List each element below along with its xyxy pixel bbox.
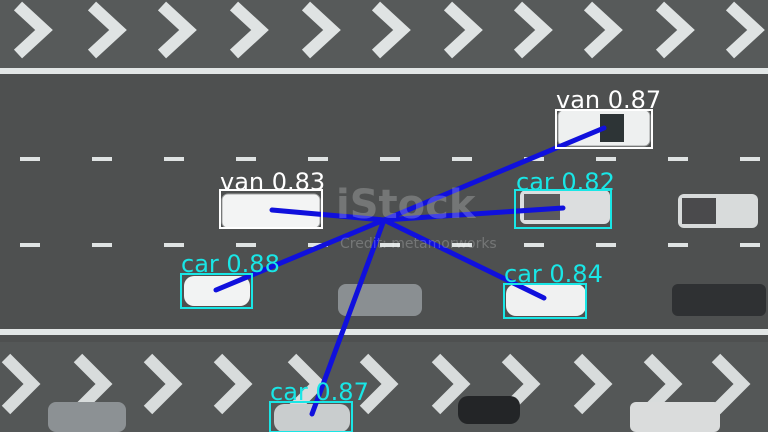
lane-dash [668, 243, 688, 247]
detection-label: car 0.82 [516, 168, 615, 196]
detection-label: car 0.84 [504, 260, 603, 288]
lane-dash [740, 243, 760, 247]
vehicle-car-bottom [274, 404, 350, 432]
chevron-marking [213, 353, 253, 415]
chevron-marking [725, 1, 765, 59]
lane-dash [740, 157, 760, 161]
chevron-marking [443, 1, 483, 59]
lane-dash [164, 243, 184, 247]
lane-dash [380, 243, 400, 247]
watermark-credit: Credit: metamorworks [340, 236, 497, 252]
detection-labels: van 0.87 van 0.83 car 0.82 car 0.88 car … [181, 86, 661, 406]
chevron-marking [87, 1, 127, 59]
chevron-marking [73, 353, 113, 415]
chevron-marking [573, 353, 613, 415]
lane-dash [20, 243, 40, 247]
detection-boxes [180, 109, 653, 432]
chevron-marking [711, 353, 751, 415]
detection-label: car 0.88 [181, 250, 280, 278]
watermark: iStock [336, 182, 477, 228]
detection-label: van 0.83 [220, 168, 325, 196]
chevron-marking [157, 1, 197, 59]
chevron-marking [655, 1, 695, 59]
detection-box [180, 273, 253, 309]
detection-label: car 0.87 [270, 378, 369, 406]
lane-dash [596, 243, 616, 247]
chevron-marking [431, 353, 471, 415]
link-line [309, 217, 387, 417]
lane-dash [236, 243, 256, 247]
lane-dash [308, 157, 328, 161]
chevron-marking [143, 353, 183, 415]
chevron-marking [301, 1, 341, 59]
chevron-marking [13, 1, 53, 59]
vehicle-cargo-right [682, 198, 716, 224]
detection-box [219, 189, 323, 229]
detection-box [269, 401, 353, 432]
vehicle-truck-bottom [630, 402, 720, 432]
vehicle-car-dark [458, 396, 520, 424]
link-lines [213, 125, 607, 417]
detection-box [514, 189, 612, 229]
lane-dash [380, 157, 400, 161]
lane-dash [164, 157, 184, 161]
lane-dash [596, 157, 616, 161]
chevron-marking [643, 353, 683, 415]
lane-dash [668, 157, 688, 161]
vehicle-car-right [506, 284, 586, 316]
chevron-marking [583, 1, 623, 59]
lane-dash [452, 157, 472, 161]
chevron-marking [1, 353, 41, 415]
chevron-markings-bottom [1, 353, 751, 415]
chevron-marking [371, 1, 411, 59]
lane-dash [524, 243, 544, 247]
edge-line-top [0, 68, 768, 74]
detection-box [555, 109, 653, 149]
lane-dash [452, 243, 472, 247]
lane-dash [20, 157, 40, 161]
edge-line-bottom [0, 329, 768, 335]
chevron-marking [359, 353, 399, 415]
link-line [381, 125, 607, 223]
link-line [213, 217, 387, 293]
link-line [269, 207, 387, 223]
link-line [381, 205, 566, 223]
vehicle-car-bottom-left [48, 402, 126, 432]
detection-label: van 0.87 [556, 86, 661, 114]
chevron-marking [513, 1, 553, 59]
lane-dash [236, 157, 256, 161]
lane-dash [92, 157, 112, 161]
chevron-marking [229, 1, 269, 59]
chevron-markings-top [13, 1, 765, 59]
detection-box [503, 283, 587, 319]
vehicle-pickup-dark [672, 284, 766, 316]
lane-dash [92, 243, 112, 247]
